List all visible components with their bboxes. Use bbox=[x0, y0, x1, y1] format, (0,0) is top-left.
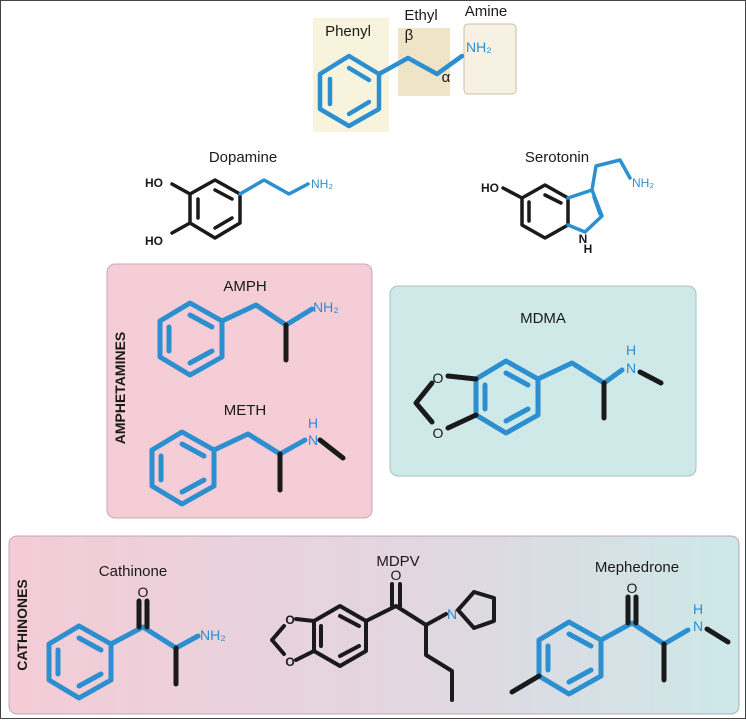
serotonin-name: Serotonin bbox=[525, 149, 589, 166]
cathinones-box bbox=[8, 535, 740, 715]
serotonin-nh2: NH₂ bbox=[632, 176, 654, 190]
mdma-n: N bbox=[626, 360, 636, 376]
ethyl-label: Ethyl bbox=[404, 7, 437, 24]
meth-n: N bbox=[308, 432, 318, 448]
cathinone-o: O bbox=[138, 584, 149, 600]
meth-structure: METH N H bbox=[149, 402, 346, 507]
amph-nh2: NH₂ bbox=[313, 299, 339, 315]
mephedrone-structure: Mephedrone O N H bbox=[509, 559, 731, 697]
scaffold-nh2: NH₂ bbox=[466, 39, 492, 55]
amph-name: AMPH bbox=[223, 278, 266, 295]
mdma-name: MDMA bbox=[520, 310, 566, 327]
mephedrone-o: O bbox=[627, 580, 638, 596]
mdpv-structure: MDPV O O O N bbox=[270, 553, 496, 702]
mdpv-name: MDPV bbox=[376, 553, 419, 570]
dopamine-nh2: NH₂ bbox=[311, 177, 333, 191]
cathinone-name: Cathinone bbox=[99, 563, 167, 580]
mephedrone-n: N bbox=[693, 618, 703, 634]
amine-highlight bbox=[463, 23, 517, 95]
mdma-box bbox=[389, 285, 697, 477]
dopamine-structure: Dopamine HO HO NH₂ bbox=[145, 149, 333, 248]
amine-label: Amine bbox=[465, 3, 508, 20]
cathinone-nh2: NH₂ bbox=[200, 627, 226, 643]
dopamine-oh2: HO bbox=[145, 234, 163, 248]
serotonin-structure: Serotonin HO NH₂ N H bbox=[481, 149, 654, 256]
dopamine-name: Dopamine bbox=[209, 149, 277, 166]
mdma-o1: O bbox=[433, 370, 444, 386]
serotonin-oh: HO bbox=[481, 181, 499, 195]
amphetamines-label: AMPHETAMINES bbox=[112, 332, 128, 445]
phenyl-label: Phenyl bbox=[325, 23, 371, 40]
serotonin-n: N bbox=[579, 232, 588, 246]
serotonin-h: H bbox=[584, 242, 593, 256]
mdma-structure: MDMA O O N H bbox=[413, 310, 664, 441]
ethyl-highlight bbox=[398, 28, 450, 96]
amph-structure: AMPH NH₂ bbox=[157, 278, 339, 378]
meth-h: H bbox=[308, 415, 318, 431]
scaffold-structure: Phenyl Ethyl Amine β α NH₂ bbox=[313, 3, 517, 132]
amphetamines-box bbox=[106, 263, 373, 519]
mdpv-o2: O bbox=[285, 655, 294, 669]
mephedrone-h: H bbox=[693, 601, 703, 617]
mdpv-o: O bbox=[391, 567, 402, 583]
cathinones-label: CATHINONES bbox=[14, 579, 30, 671]
cathinone-structure: Cathinone O NH₂ bbox=[46, 563, 226, 701]
dopamine-oh1: HO bbox=[145, 176, 163, 190]
mdpv-n: N bbox=[447, 606, 457, 622]
mephedrone-name: Mephedrone bbox=[595, 559, 679, 576]
mdpv-o1: O bbox=[285, 613, 294, 627]
alpha-label: α bbox=[442, 69, 451, 86]
beta-label: β bbox=[405, 27, 414, 44]
meth-name: METH bbox=[224, 402, 267, 419]
mdma-h: H bbox=[626, 342, 636, 358]
mdma-o2: O bbox=[433, 425, 444, 441]
